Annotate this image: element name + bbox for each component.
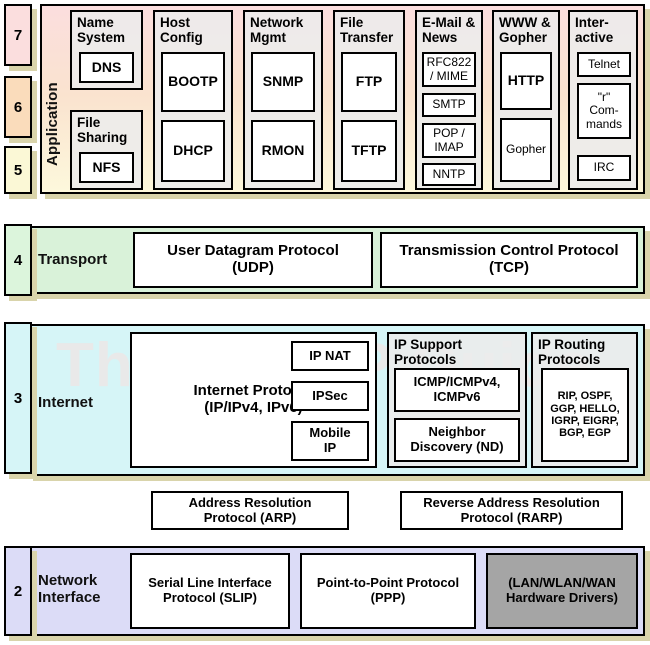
protocol-rmon: RMON: [251, 120, 315, 182]
layer-number-2: 2: [4, 546, 32, 636]
protocol-http: HTTP: [500, 52, 552, 110]
protocol-telnet: Telnet: [577, 52, 631, 77]
layer-number-6: 6: [4, 76, 32, 138]
protocol-udp: User Datagram Protocol (UDP): [133, 232, 373, 288]
group-ip-routing-protocols-label: IP Routing Protocols: [538, 337, 606, 368]
layer-number-7: 7: [4, 4, 32, 66]
protocol-r-commands: "r" Com- mands: [577, 83, 631, 139]
layer-number-4-label: 4: [13, 251, 23, 269]
protocol-nfs: NFS: [79, 152, 134, 183]
protocol-pop-imap: POP / IMAP: [422, 123, 476, 158]
protocol-ip-nat: IP NAT: [291, 341, 369, 371]
layer-number-2-label: 2: [13, 582, 23, 600]
layer-number-6-label: 6: [13, 98, 23, 116]
group-file-transfer-label: File Transfer: [340, 15, 394, 46]
layer-number-4: 4: [4, 224, 32, 296]
group-interactive-label: Inter-active: [575, 15, 614, 46]
protocol-routing-list: RIP, OSPF, GGP, HELLO, IGRP, EIGRP, BGP,…: [541, 368, 629, 462]
protocol-gopher: Gopher: [500, 118, 552, 182]
group-www-gopher-label: WWW & Gopher: [499, 15, 551, 46]
layer-number-7-label: 7: [13, 26, 23, 44]
protocol-icmp: ICMP/ICMPv4, ICMPv6: [394, 368, 520, 412]
network-interface-layer-title: Network Interface: [38, 572, 101, 607]
group-host-config-label: Host Config: [160, 15, 203, 46]
protocol-ipsec: IPSec: [291, 381, 369, 411]
protocol-bootp: BOOTP: [161, 52, 225, 112]
protocol-rarp: Reverse Address Resolution Protocol (RAR…: [400, 491, 623, 530]
group-file-sharing-label: File Sharing: [77, 115, 128, 146]
protocol-slip: Serial Line Interface Protocol (SLIP): [130, 553, 290, 629]
group-email-news-label: E-Mail & News: [422, 15, 476, 46]
protocol-ppp: Point-to-Point Protocol (PPP): [300, 553, 476, 629]
protocol-arp: Address Resolution Protocol (ARP): [151, 491, 349, 530]
protocol-ftp: FTP: [341, 52, 397, 112]
protocol-dns: DNS: [79, 52, 134, 83]
group-ip-support-protocols-label: IP Support Protocols: [394, 337, 463, 368]
protocol-dhcp: DHCP: [161, 120, 225, 182]
protocol-rfc822-mime: RFC822 / MIME: [422, 52, 476, 87]
group-network-mgmt-label: Network Mgmt: [250, 15, 304, 46]
internet-layer-title: Internet: [38, 394, 94, 411]
protocol-snmp: SNMP: [251, 52, 315, 112]
group-name-system-label: Name System: [77, 15, 126, 46]
layer-number-3-label: 3: [13, 389, 23, 407]
protocol-tcp: Transmission Control Protocol (TCP): [380, 232, 638, 288]
layer-number-5-label: 5: [13, 161, 23, 179]
protocol-nntp: NNTP: [422, 163, 476, 186]
layer-number-5: 5: [4, 146, 32, 194]
protocol-irc: IRC: [577, 155, 631, 181]
protocol-tftp: TFTP: [341, 120, 397, 182]
protocol-neighbor-discovery: Neighbor Discovery (ND): [394, 418, 520, 462]
layer-number-3: 3: [4, 322, 32, 474]
protocol-hardware-drivers: (LAN/WLAN/WAN Hardware Drivers): [486, 553, 638, 629]
protocol-mobile-ip: Mobile IP: [291, 421, 369, 461]
protocol-smtp: SMTP: [422, 93, 476, 117]
transport-layer-title: Transport: [38, 251, 108, 268]
application-layer-title: Application: [44, 82, 61, 166]
